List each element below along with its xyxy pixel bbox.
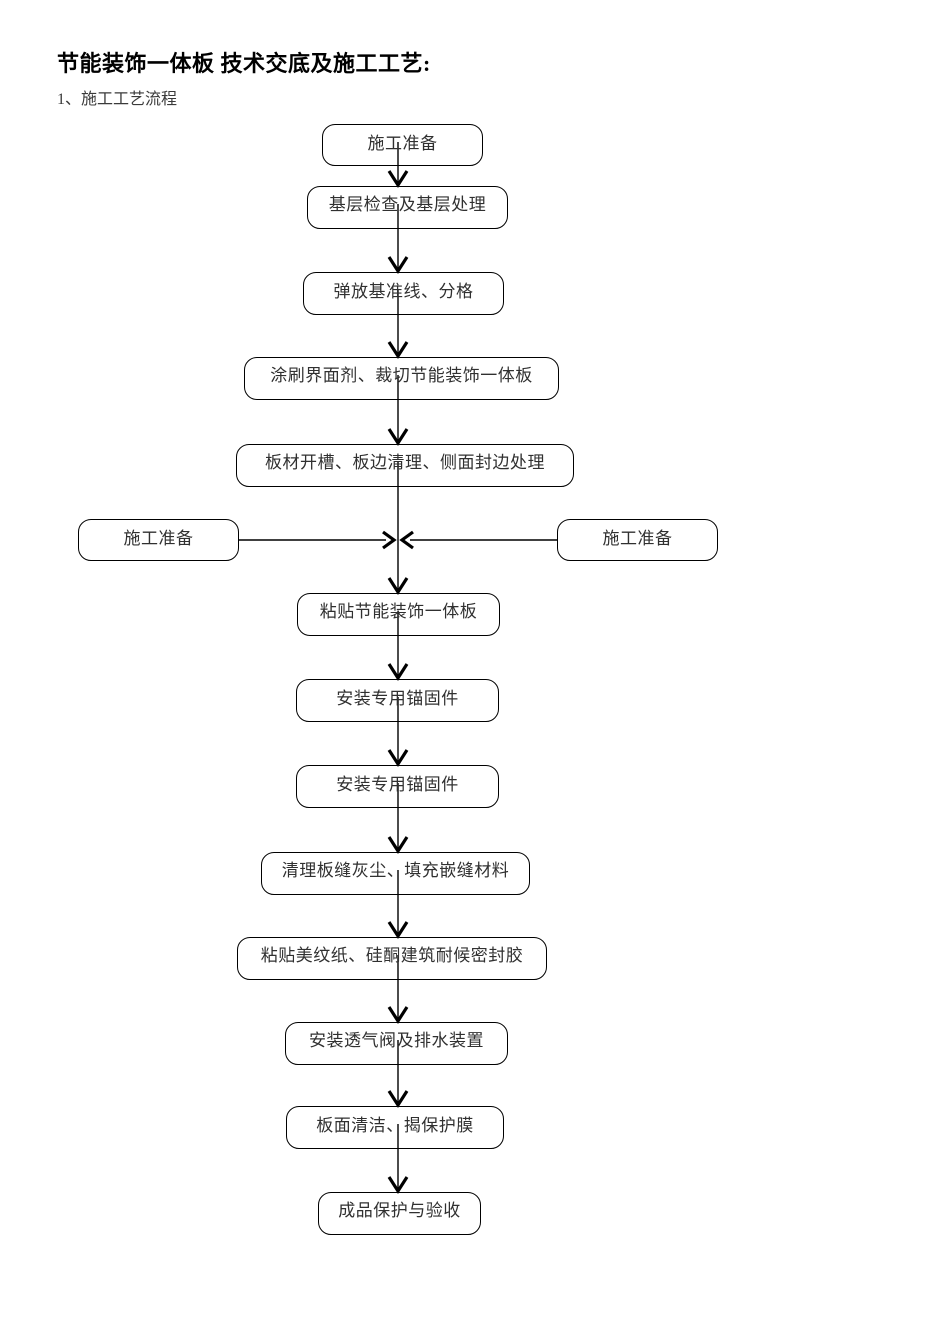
flow-node-n9: 清理板缝灰尘、填充嵌缝材料 (261, 852, 530, 895)
flow-node-n7: 安装专用锚固件 (296, 679, 499, 722)
flow-node-label: 板材开槽、板边清理、侧面封边处理 (265, 453, 545, 472)
flow-node-n6: 粘贴节能装饰一体板 (297, 593, 500, 636)
flow-node-n8: 安装专用锚固件 (296, 765, 499, 808)
flow-node-label: 施工准备 (367, 134, 438, 153)
flow-node-n11: 安装透气阀及排水装置 (285, 1022, 508, 1065)
flow-node-s2: 施工准备 (557, 519, 718, 561)
flow-node-label: 安装专用锚固件 (336, 689, 459, 708)
flow-node-label: 施工准备 (123, 529, 194, 548)
flow-node-n3: 弹放基准线、分格 (303, 272, 504, 315)
flow-node-label: 基层检查及基层处理 (328, 195, 487, 214)
flow-node-label: 粘贴节能装饰一体板 (319, 602, 478, 621)
flow-node-n2: 基层检查及基层处理 (307, 186, 508, 229)
flow-node-label: 粘贴美纹纸、硅酮建筑耐候密封胶 (260, 946, 524, 965)
flow-node-n4: 涂刷界面剂、裁切节能装饰一体板 (244, 357, 559, 400)
flow-node-label: 弹放基准线、分格 (333, 282, 474, 301)
flow-node-n5: 板材开槽、板边清理、侧面封边处理 (236, 444, 574, 487)
page-title: 节能装饰一体板 技术交底及施工工艺: (57, 51, 431, 76)
flow-node-label: 成品保护与验收 (338, 1201, 461, 1220)
flow-node-s1: 施工准备 (78, 519, 239, 561)
flow-node-label: 涂刷界面剂、裁切节能装饰一体板 (270, 366, 533, 385)
flow-node-label: 板面清洁、揭保护膜 (316, 1116, 474, 1135)
flow-node-label: 安装透气阀及排水装置 (309, 1031, 484, 1050)
flow-node-n10: 粘贴美纹纸、硅酮建筑耐候密封胶 (237, 937, 547, 980)
flow-node-n1: 施工准备 (322, 124, 483, 166)
flow-node-label: 清理板缝灰尘、填充嵌缝材料 (281, 861, 510, 880)
flow-node-n12: 板面清洁、揭保护膜 (286, 1106, 504, 1149)
flow-node-label: 安装专用锚固件 (336, 775, 459, 794)
flow-node-n13: 成品保护与验收 (318, 1192, 481, 1235)
flow-node-label: 施工准备 (602, 529, 673, 548)
section-subtitle: 1、施工工艺流程 (57, 91, 178, 108)
